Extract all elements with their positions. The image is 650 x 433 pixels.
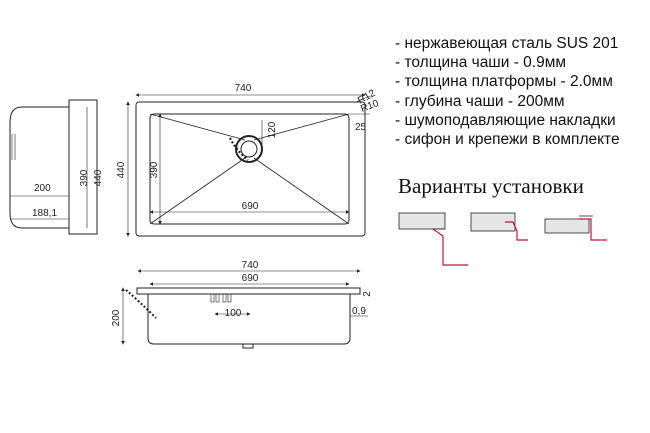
top-dim-690: 690: [242, 201, 259, 212]
spec-item: - толщина чаши - 0.9мм: [395, 54, 567, 72]
install-variants-title: Варианты установки: [398, 174, 584, 198]
side-view-bowl-profile: [9, 106, 69, 229]
front-dim-740: 740: [242, 260, 259, 271]
top-dim-740: 740: [235, 83, 252, 94]
side-dim-outer: 440: [93, 169, 104, 186]
spec-item: - шумоподавляющие накладки: [395, 111, 616, 129]
spec-item: - глубина чаши - 200мм: [395, 92, 565, 110]
front-dim-2: 2: [362, 291, 373, 297]
front-dim-200: 200: [111, 309, 122, 326]
drain-outer: [235, 135, 263, 163]
top-view: [126, 93, 371, 237]
spec-item: - толщина платформы - 2.0мм: [395, 73, 613, 91]
front-view-bowl: [147, 294, 351, 345]
side-dim-188: 188,1: [32, 208, 57, 219]
install-variant-overmount: [544, 215, 607, 241]
drain-inner: [240, 140, 258, 158]
front-view: [121, 269, 368, 349]
front-view-drain: [242, 343, 254, 349]
side-dim-inner: 390: [79, 169, 90, 186]
spec-item: - нержавеющая сталь SUS 201: [395, 35, 619, 52]
top-dim-120: 120: [267, 121, 278, 138]
side-view: [9, 99, 98, 235]
front-dim-100: 100: [225, 308, 242, 319]
top-dim-25: 25: [355, 122, 367, 133]
top-dim-440: 440: [116, 161, 127, 178]
top-view-bowl: [149, 113, 350, 225]
spec-item: - сифон и крепежи в комплекте: [395, 131, 620, 149]
front-dim-690: 690: [242, 273, 259, 284]
top-view-outer-rim: [135, 101, 366, 237]
install-variant-undermount: [398, 212, 468, 266]
side-view-outline: [68, 99, 98, 235]
side-dim-200: 200: [34, 183, 51, 194]
top-dim-390: 390: [149, 161, 160, 178]
spec-list: - нержавеющая сталь SUS 201 - толщина ча…: [395, 34, 620, 149]
front-view-rim: [136, 287, 361, 295]
install-variant-flush: [470, 212, 528, 241]
front-dim-09: 0,9: [352, 306, 366, 317]
